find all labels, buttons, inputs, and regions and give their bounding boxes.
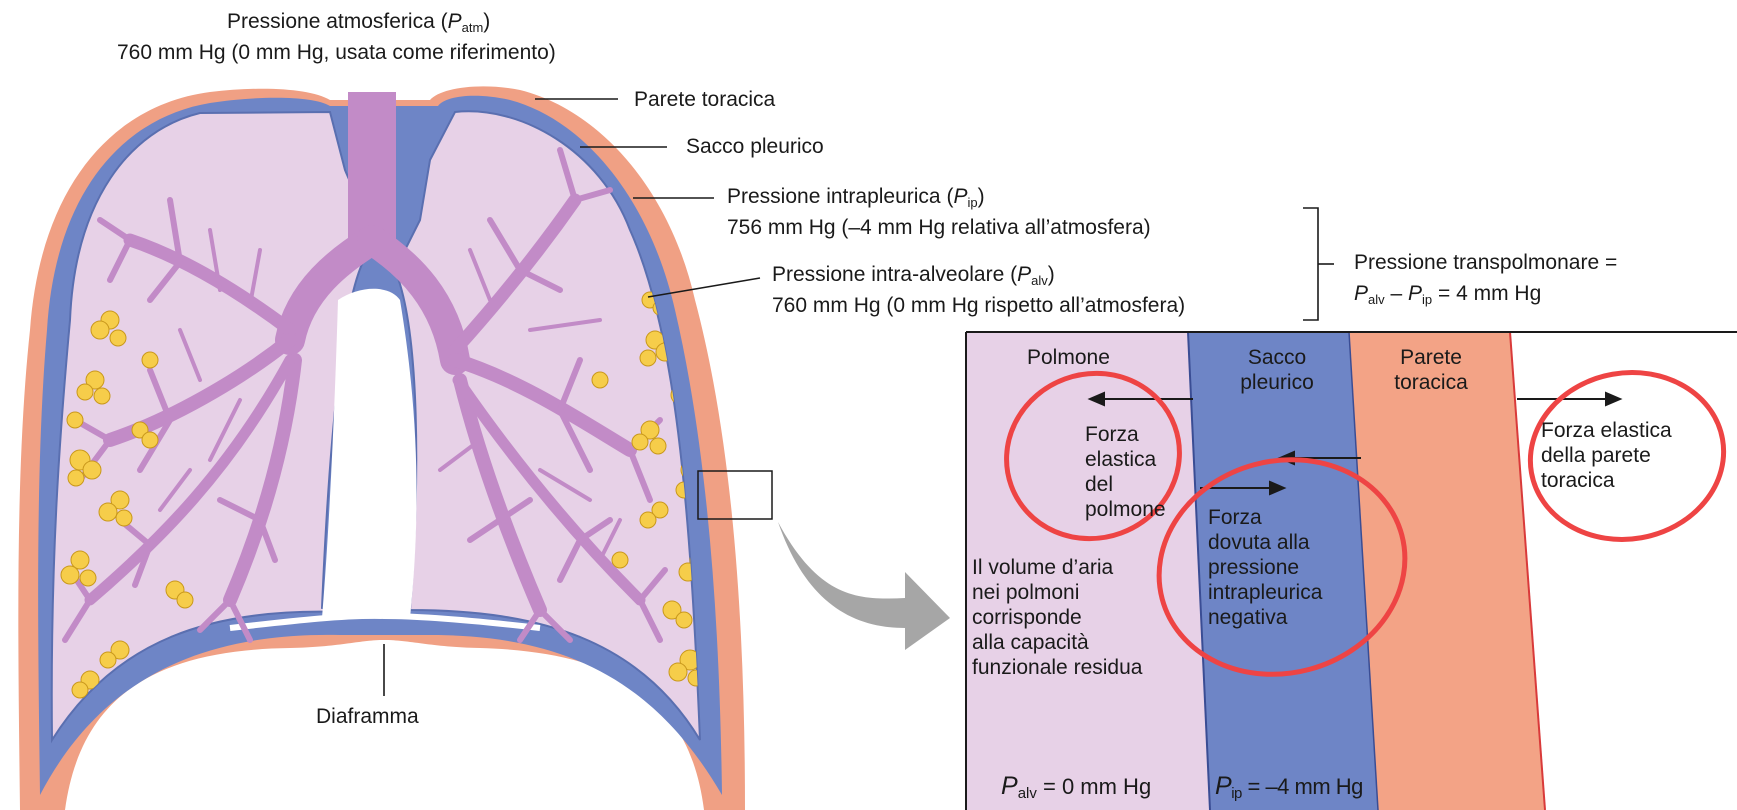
alv-subscript: alv — [1031, 273, 1048, 288]
transpulm-symbol-ip: P — [1408, 282, 1422, 305]
intrapleural-pressure-label: Pressione intrapleurica (Pip) — [727, 183, 985, 216]
transpulm-result: = 4 mm Hg — [1432, 282, 1541, 305]
p-alv-subscript: alv — [1018, 785, 1037, 802]
zoom-wall-title-line2: toracica — [1376, 370, 1486, 395]
pleural-pressure-force-label: Forza dovuta alla pressione intrapleuric… — [1208, 505, 1322, 630]
intra-alveolar-pressure-value: 760 mm Hg (0 mm Hg rispetto all’atmosfer… — [772, 292, 1185, 319]
volume-note-line: alla capacità — [972, 630, 1142, 655]
pleural-force-line: dovuta alla — [1208, 530, 1322, 555]
p-alv-symbol: P — [1001, 772, 1018, 800]
ip-label-end: ) — [978, 185, 985, 208]
wall-force-line: toracica — [1541, 468, 1672, 493]
atm-label-end: ) — [483, 10, 490, 33]
chest-wall-elastic-force-label: Forza elastica della parete toracica — [1541, 418, 1672, 493]
atmospheric-pressure-label: Pressione atmosferica (Patm) — [227, 8, 490, 41]
ip-symbol: P — [953, 185, 967, 208]
transpulm-minus: – — [1385, 282, 1408, 305]
p-ip-symbol: P — [1215, 772, 1231, 800]
lung-force-line: polmone — [1085, 497, 1166, 522]
lung-force-line: Forza — [1085, 422, 1166, 447]
alv-label-text: Pressione intra-alveolare ( — [772, 263, 1017, 286]
lung-elastic-force-label: Forza elastica del polmone — [1085, 422, 1166, 522]
alv-label-end: ) — [1048, 263, 1055, 286]
zoom-wall-title-line1: Parete — [1376, 345, 1486, 370]
zoom-pleura-title-line2: pleurico — [1217, 370, 1337, 395]
thorax-illustration — [18, 86, 772, 810]
ip-subscript: ip — [967, 195, 977, 210]
pleural-force-line: negativa — [1208, 605, 1322, 630]
pleural-force-line: Forza — [1208, 505, 1322, 530]
wall-force-line: della parete — [1541, 443, 1672, 468]
transpulm-symbol-alv: P — [1354, 282, 1368, 305]
p-ip-value: = –4 mm Hg — [1242, 774, 1363, 799]
atmospheric-pressure-value: 760 mm Hg (0 mm Hg, usata come riferimen… — [117, 39, 556, 66]
p-alv-value: = 0 mm Hg — [1037, 774, 1151, 799]
alv-symbol: P — [1017, 263, 1031, 286]
transpulmonary-pressure-label: Pressione transpolmonare = — [1354, 249, 1617, 276]
atm-label-text: Pressione atmosferica ( — [227, 10, 448, 33]
alveolar-pressure-value: Palv = 0 mm Hg — [1001, 772, 1151, 802]
p-ip-subscript: ip — [1231, 785, 1242, 802]
zoom-arrow — [778, 522, 950, 650]
intrapleural-pressure-value-zoom: Pip = –4 mm Hg — [1215, 772, 1363, 802]
lung-force-line: del — [1085, 472, 1166, 497]
intra-alveolar-pressure-label: Pressione intra-alveolare (Palv) — [772, 261, 1055, 294]
wall-force-line: Forza elastica — [1541, 418, 1672, 443]
zoom-pleura-title: Sacco pleurico — [1217, 345, 1337, 395]
pleural-sac-label: Sacco pleurico — [686, 133, 824, 160]
intrapleural-pressure-value: 756 mm Hg (–4 mm Hg relativa all’atmosfe… — [727, 214, 1151, 241]
volume-note-line: funzionale residua — [972, 655, 1142, 680]
volume-note-line: corrisponde — [972, 605, 1142, 630]
zoom-pleura-title-line1: Sacco — [1217, 345, 1337, 370]
atm-symbol: P — [448, 10, 462, 33]
volume-note-line: Il volume d’aria — [972, 555, 1142, 580]
ip-label-text: Pressione intrapleurica ( — [727, 185, 953, 208]
zoom-lung-title: Polmone — [1027, 345, 1110, 370]
volume-note-line: nei polmoni — [972, 580, 1142, 605]
diaphragm-label: Diaframma — [316, 703, 419, 730]
chest-wall-label: Parete toracica — [634, 86, 775, 113]
lung-volume-note: Il volume d’aria nei polmoni corrisponde… — [972, 555, 1142, 680]
transpulm-sub-alv: alv — [1368, 292, 1385, 307]
atm-subscript: atm — [462, 20, 484, 35]
transpulm-sub-ip: ip — [1422, 292, 1432, 307]
zoom-wall-title: Parete toracica — [1376, 345, 1486, 395]
transpulmonary-pressure-formula: Palv – Pip = 4 mm Hg — [1354, 280, 1541, 313]
pleural-force-line: pressione — [1208, 555, 1322, 580]
pleural-force-line: intrapleurica — [1208, 580, 1322, 605]
lung-force-line: elastica — [1085, 447, 1166, 472]
